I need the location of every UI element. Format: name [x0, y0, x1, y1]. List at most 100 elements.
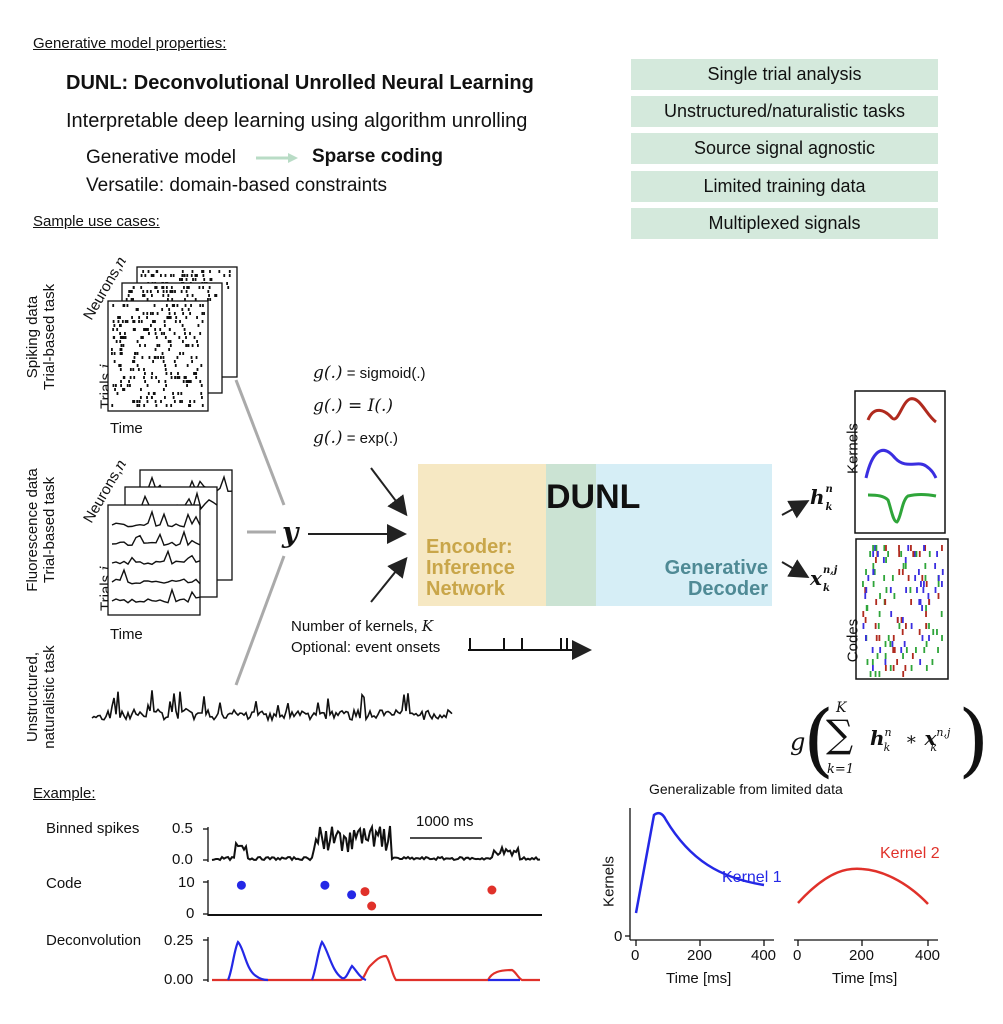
code-point: [347, 890, 357, 900]
formula-upper: K: [836, 700, 847, 716]
deconv-blue: [226, 939, 520, 982]
code-mark: [885, 545, 887, 551]
code-mark: [898, 623, 901, 629]
code-mark: [923, 545, 925, 551]
deconv-red: [212, 954, 540, 982]
encoder-box: [418, 464, 546, 606]
code-mark: [896, 617, 899, 623]
code-mark: [936, 551, 938, 557]
property-single-trial: Single trial analysis: [631, 59, 938, 90]
code-mark: [867, 575, 870, 581]
fluor-trace: [111, 529, 201, 547]
code-mark: [918, 629, 921, 635]
kernel1-curve: [634, 811, 765, 914]
deconv-tick-bottom: 0.00: [164, 971, 194, 988]
generalizable-title: Generalizable from limited data: [649, 781, 843, 797]
code-mark: [887, 635, 890, 641]
formula-sum: ∑: [826, 712, 854, 756]
code-mark: [902, 653, 904, 659]
code-mark: [905, 647, 908, 653]
code-mark: [902, 563, 905, 569]
code-mark: [905, 587, 908, 593]
event-onsets: Optional: event onsets: [291, 639, 441, 656]
kernel2-curve: [797, 867, 929, 905]
code-mark: [919, 599, 922, 605]
code-mark: [877, 551, 879, 557]
code-mark: [904, 665, 907, 671]
deconv-tick-top: 0.25: [164, 932, 194, 949]
code-mark: [925, 581, 928, 587]
code-mark: [869, 551, 872, 557]
kernel1-label: Kernel 1: [722, 869, 782, 886]
code-mark: [872, 665, 874, 671]
spiking-stack: [107, 266, 238, 412]
code-mark: [865, 569, 867, 575]
code-mark: [941, 569, 944, 575]
code-mark: [898, 569, 901, 575]
code-mark: [883, 545, 886, 551]
code-mark: [884, 665, 887, 671]
code-mark: [864, 635, 867, 641]
code-mark: [925, 641, 928, 647]
code-mark: [872, 563, 875, 569]
code-mark: [882, 557, 885, 563]
code-mark: [934, 563, 937, 569]
code-mark: [864, 593, 867, 599]
code-mark: [900, 647, 903, 653]
code-mark: [877, 623, 880, 629]
code-mark: [864, 617, 867, 623]
formula-body: hnk ∗ xn,jk: [870, 726, 951, 754]
gen-xlabel-1: Time [ms]: [666, 970, 732, 987]
code-mark: [878, 611, 881, 617]
code-mark: [909, 587, 912, 593]
code-mark: [889, 587, 892, 593]
section-properties: Generative model properties:: [33, 35, 227, 52]
code-mark: [893, 593, 896, 599]
code-mark: [916, 587, 918, 593]
code-mark: [884, 599, 887, 605]
code-mark: [936, 629, 938, 635]
code-mark: [915, 551, 918, 557]
section-use-cases: Sample use cases:: [33, 213, 160, 230]
code-mark: [892, 635, 895, 641]
code-mark: [925, 665, 928, 671]
code-mark: [937, 593, 940, 599]
code-mark: [869, 671, 872, 677]
code-mark: [907, 575, 910, 581]
code-mark: [927, 593, 930, 599]
code-mark: [941, 545, 943, 551]
binned-spikes-label: Binned spikes: [46, 820, 140, 837]
gen-xtick-2-400: 400: [915, 947, 941, 964]
property-source-agnostic: Source signal agnostic: [631, 133, 938, 164]
code-mark: [874, 545, 876, 551]
property-unstructured: Unstructured/naturalistic tasks: [631, 96, 938, 127]
code-mark: [932, 629, 935, 635]
g-exp: g(.) = exp(.): [313, 428, 398, 448]
code-mark: [924, 575, 927, 581]
code-mark: [901, 629, 904, 635]
sparse-coding: Sparse coding: [312, 146, 443, 167]
code-mark: [912, 551, 915, 557]
code-point: [487, 885, 497, 895]
codes-raster: [862, 545, 944, 677]
code-mark: [898, 551, 901, 557]
code-mark: [925, 611, 927, 617]
code-mark: [879, 593, 881, 599]
kernel-red-curve: [866, 397, 937, 424]
code-mark: [913, 551, 916, 557]
code-mark: [937, 647, 939, 653]
code-mark: [925, 605, 927, 611]
code-mark: [918, 599, 921, 605]
code-mark: [921, 635, 924, 641]
gen-xtick-2-0: 0: [793, 947, 802, 964]
scalebar-label: 1000 ms: [416, 813, 474, 830]
code-mark: [884, 659, 887, 665]
kernels-label: Kernels: [844, 423, 862, 474]
code-mark: [872, 581, 875, 587]
code-mark: [937, 575, 940, 581]
code-tick-bottom: 0: [186, 905, 195, 922]
code-mark: [924, 563, 927, 569]
